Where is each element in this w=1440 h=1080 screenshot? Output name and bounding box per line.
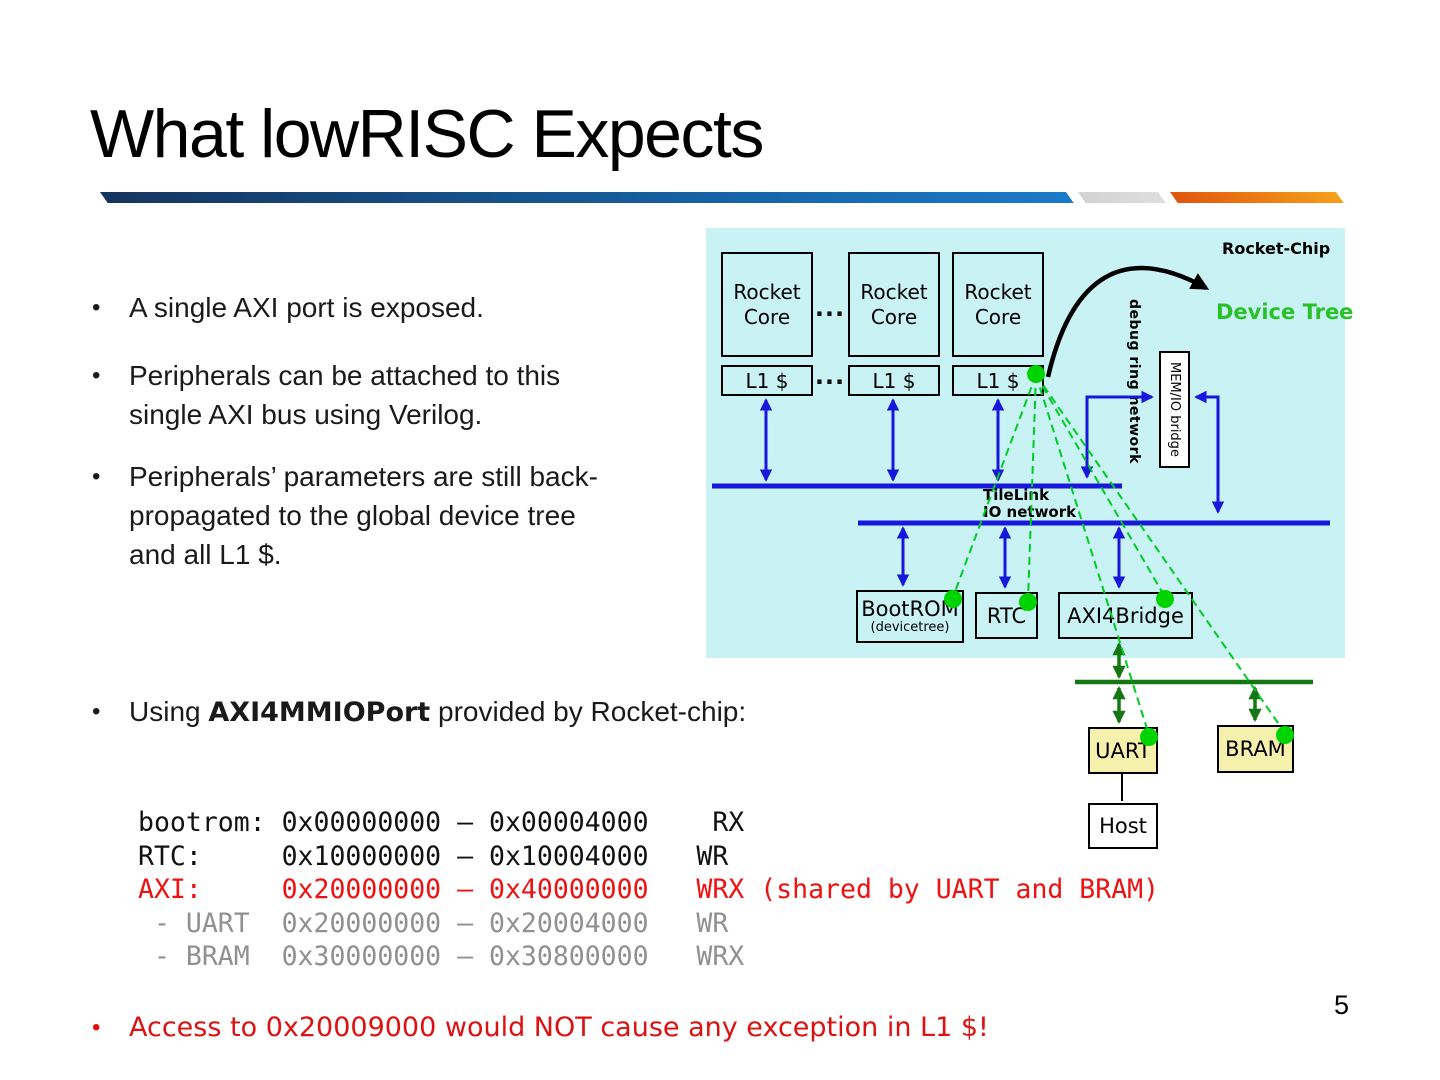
l1-ellipsis: ... — [814, 362, 846, 390]
bullet-text: Peripherals’ parameters are still back- … — [129, 461, 598, 570]
page-number: 5 — [1334, 990, 1350, 1020]
using-pre: Using — [129, 696, 209, 727]
axi4mmioport-keyword: AXI4MMIOPort — [208, 697, 431, 728]
bullet-using-axi4mmioport: • Using AXI4MMIOPort provided by Rocket-… — [92, 692, 746, 732]
warning-text: Access to 0x20009000 would NOT cause any… — [129, 1012, 989, 1043]
bullet-axi-port: • A single AXI port is exposed. — [92, 288, 484, 327]
bullet-marker: • — [92, 463, 101, 490]
host-box: Host — [1088, 803, 1158, 849]
memory-map-line-axi: AXI: 0x20000000 – 0x40000000 WRX (shared… — [138, 874, 1160, 905]
using-post: provided by Rocket-chip: — [430, 696, 747, 727]
l1-cache-box-3: L1 $ — [952, 365, 1044, 396]
bullet-text: A single AXI port is exposed. — [129, 292, 484, 323]
bullet-warning-access: • Access to 0x20009000 would NOT cause a… — [92, 1008, 989, 1047]
bootrom-box: BootROM (devicetree) — [856, 590, 964, 643]
l1-cache-box-2: L1 $ — [848, 365, 940, 396]
uart-box: UART — [1088, 727, 1158, 774]
debug-ring-network-label: debug ring network — [1126, 299, 1142, 464]
memory-map-line-uart: - UART 0x20000000 – 0x20004000 WR — [138, 907, 729, 939]
cores-ellipsis: ... — [814, 294, 846, 322]
memio-bridge-box: MEM/IO bridge — [1159, 351, 1190, 468]
rtc-box: RTC — [975, 592, 1038, 639]
bullet-peripherals-attach: • Peripherals can be attached to this si… — [92, 356, 560, 434]
l1-cache-box-1: L1 $ — [721, 365, 813, 396]
bullet-parameters-backpropagated: • Peripherals’ parameters are still back… — [92, 457, 598, 574]
bullet-text: Using AXI4MMIOPort provided by Rocket-ch… — [129, 692, 746, 732]
rule-orange-segment — [1170, 192, 1344, 203]
device-tree-label: Device Tree — [1216, 300, 1354, 324]
bullet-marker: • — [92, 1014, 101, 1041]
rule-gray-segment — [1078, 192, 1166, 203]
rule-blue-segment — [100, 192, 1074, 203]
bullet-marker: • — [92, 294, 101, 321]
bram-box: BRAM — [1217, 725, 1294, 773]
memory-map-line-bootrom: bootrom: 0x00000000 – 0x00004000 RX — [138, 807, 745, 838]
page-title: What lowRISC Expects — [90, 96, 764, 172]
memory-map-line-bram: - BRAM 0x30000000 – 0x30800000 WRX — [138, 941, 745, 972]
rocket-core-box-2: Rocket Core — [848, 252, 940, 357]
rocket-core-box-1: Rocket Core — [721, 252, 813, 357]
memory-map-line-rtc: RTC: 0x10000000 – 0x10004000 WR — [138, 840, 729, 872]
title-rule — [100, 192, 1344, 203]
rocket-chip-label: Rocket-Chip — [1222, 239, 1331, 258]
bootrom-label: BootROM — [861, 597, 959, 621]
axi4bridge-box: AXI4Bridge — [1058, 592, 1193, 639]
bootrom-devicetree-label: (devicetree) — [870, 620, 950, 635]
rocket-core-box-3: Rocket Core — [952, 252, 1044, 357]
bullet-marker: • — [92, 698, 101, 725]
tilelink-io-network-label: TileLink IO network — [983, 486, 1077, 521]
bullet-marker: • — [92, 362, 101, 389]
bullet-text: Peripherals can be attached to this sing… — [129, 360, 561, 430]
